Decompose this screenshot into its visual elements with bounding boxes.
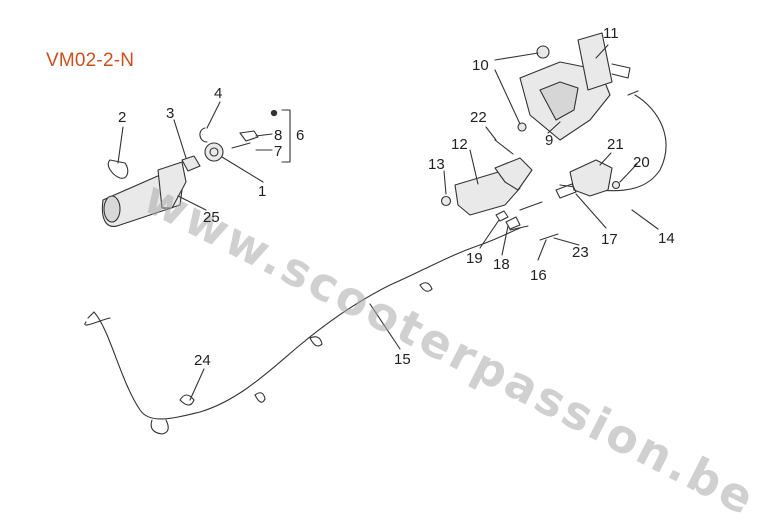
callout-10: 10 — [472, 57, 489, 74]
part-10 — [517, 122, 527, 132]
part-21 — [569, 159, 613, 197]
callout-20: 20 — [633, 154, 650, 171]
part-7 — [231, 142, 251, 149]
cable-15 — [93, 227, 521, 420]
cable-clip — [150, 419, 169, 435]
cable-15-end — [84, 311, 111, 326]
cable-clip — [419, 282, 433, 292]
callout-22: 22 — [470, 109, 487, 126]
part-23 — [539, 233, 559, 241]
callout-19: 19 — [466, 250, 483, 267]
callout-25: 25 — [203, 209, 220, 226]
callout-2: 2 — [118, 109, 127, 126]
callout-3: 3 — [166, 105, 175, 122]
part-10 — [536, 45, 550, 59]
cable-clip — [254, 392, 266, 403]
part-19 — [495, 210, 509, 222]
cable-clip — [309, 336, 323, 347]
callout-23: 23 — [572, 244, 589, 261]
part-8 — [239, 130, 259, 142]
callout-4: 4 — [214, 85, 223, 102]
part-3 — [181, 155, 201, 172]
callout-14: 14 — [658, 230, 675, 247]
part-20 — [611, 180, 621, 190]
callout-6: 6 — [296, 127, 305, 144]
part-22 — [494, 139, 514, 155]
callout-17: 17 — [601, 231, 618, 248]
callout-11: 11 — [603, 25, 619, 42]
callout-7: 7 — [274, 143, 283, 160]
group-bracket — [281, 109, 291, 163]
diagram-code: VM02-2-N — [46, 50, 135, 71]
diagram-drawing — [84, 32, 667, 435]
callout-24: 24 — [194, 352, 211, 369]
callout-13: 13 — [428, 156, 445, 173]
part-25-bracket — [157, 161, 187, 209]
callout-1: 1 — [258, 183, 267, 200]
callout-12: 12 — [451, 136, 468, 153]
part-17 — [555, 183, 577, 199]
part-4 — [199, 127, 208, 143]
part-18 — [505, 216, 521, 230]
callout-16: 16 — [530, 267, 547, 284]
part-16 — [519, 201, 543, 211]
part-25-bore — [103, 195, 121, 223]
callout-9: 9 — [545, 132, 554, 149]
part-13 — [440, 195, 452, 207]
part-8-dot — [270, 109, 278, 117]
part-11 — [577, 32, 613, 91]
part-1 — [204, 142, 224, 162]
callout-8: 8 — [274, 127, 283, 144]
callout-21: 21 — [607, 136, 624, 153]
callout-18: 18 — [493, 256, 510, 273]
cable-clip — [179, 394, 195, 406]
parts-diagram: www.scooterpassion.be VM02-2-N 1 2 3 4 6… — [46, 25, 757, 526]
callout-15: 15 — [394, 351, 411, 368]
part-2 — [107, 159, 129, 179]
part-12-arm — [494, 157, 533, 191]
